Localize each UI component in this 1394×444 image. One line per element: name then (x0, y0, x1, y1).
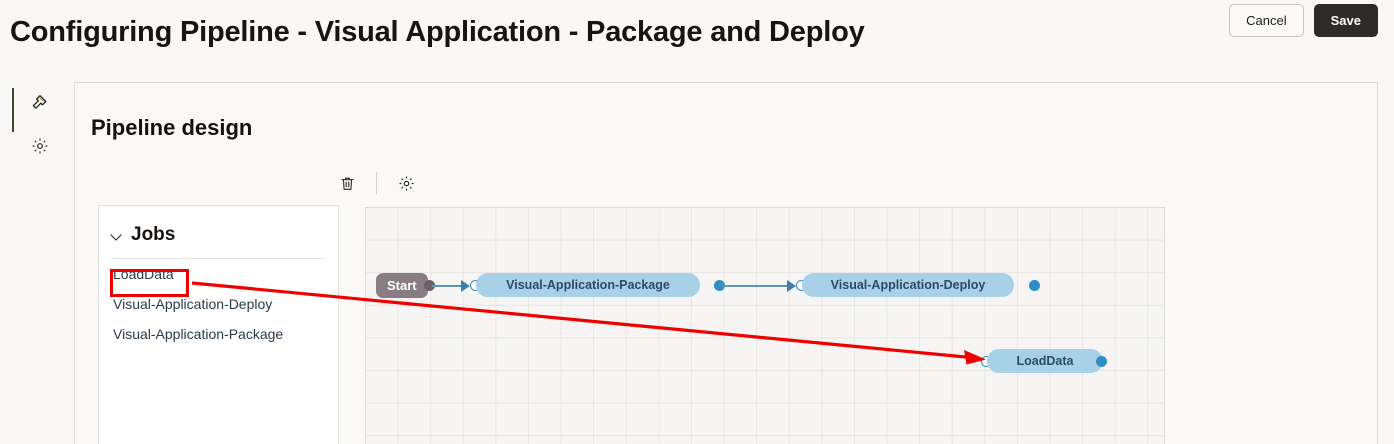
flow-node-loaddata[interactable]: LoadData (987, 349, 1103, 373)
flow-edge-arrow-1 (461, 279, 470, 292)
rail-active-indicator (12, 88, 14, 132)
trash-icon (340, 177, 354, 190)
job-list-item-visual-application-deploy[interactable]: Visual-Application-Deploy (113, 296, 273, 312)
flow-edge-package-to-deploy (722, 284, 794, 287)
flow-edge-arrow-2 (787, 279, 796, 292)
rail-item-pipeline-design[interactable] (26, 90, 54, 118)
jobs-panel: Jobs LoadData Visual-Application-Deploy … (98, 205, 339, 444)
gear-icon (399, 176, 413, 190)
gear-icon (32, 138, 48, 154)
pipeline-flow-canvas[interactable]: Start Visual-Application-Package Visual-… (365, 207, 1165, 444)
chevron-down-icon (111, 229, 123, 241)
left-rail (0, 82, 72, 444)
job-list-item-visual-application-package[interactable]: Visual-Application-Package (113, 326, 284, 342)
flow-node-visual-application-package[interactable]: Visual-Application-Package (476, 273, 700, 297)
canvas-toolbar (330, 168, 423, 198)
flow-node-visual-application-deploy[interactable]: Visual-Application-Deploy (802, 273, 1014, 297)
rail-item-settings[interactable] (26, 132, 54, 160)
page-title: Configuring Pipeline - Visual Applicatio… (10, 16, 865, 48)
flow-node-deploy-output-port[interactable] (1029, 280, 1040, 291)
panel-title: Pipeline design (91, 115, 253, 140)
jobs-title: Jobs (131, 224, 176, 245)
flow-node-start[interactable]: Start (376, 273, 428, 298)
toolbar-divider (376, 172, 377, 194)
flow-node-loaddata-output-port[interactable] (1096, 356, 1107, 367)
cancel-button[interactable]: Cancel (1229, 4, 1304, 37)
job-list-item-loaddata[interactable]: LoadData (113, 266, 174, 282)
save-button[interactable]: Save (1313, 4, 1378, 37)
canvas-settings-button[interactable] (389, 168, 423, 198)
header-actions: Cancel Save (1229, 4, 1378, 37)
delete-button[interactable] (330, 168, 364, 198)
main-panel: Pipeline design (74, 82, 1378, 444)
tools-icon (32, 95, 47, 109)
jobs-divider (111, 258, 326, 259)
jobs-section-header[interactable]: Jobs (99, 206, 338, 254)
